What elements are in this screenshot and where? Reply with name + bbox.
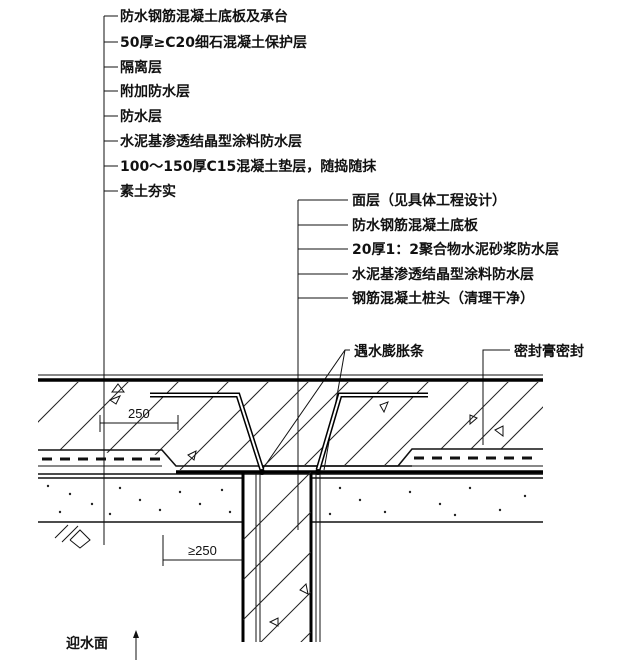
- pile-head: [241, 472, 321, 642]
- swelling-strip-annotation: 遇水膨胀条: [261, 343, 425, 471]
- left-callout-labels: 防水钢筋混凝土底板及承台 50厚≥C20细石混凝土保护层 隔离层 附加防水层 防…: [120, 8, 377, 200]
- slab-step-left: [38, 449, 412, 467]
- callout-waterproof-layer: 防水层: [120, 108, 162, 125]
- swelling-strip-right: [315, 469, 321, 475]
- rebar-left: [150, 392, 265, 471]
- callout-crystalline-coating-2: 水泥基渗透结晶型涂料防水层: [352, 266, 534, 283]
- callout-polymer-mortar: 20厚1：2聚合物水泥砂浆防水层: [352, 241, 559, 258]
- aggregate-marks: [108, 383, 504, 627]
- sealant-annotation: 密封膏密封: [482, 343, 584, 445]
- protective-layer: [38, 456, 543, 467]
- callout-concrete-cushion: 100～150厚C15混凝土垫层，随捣随抹: [120, 158, 377, 175]
- waterproof-slab: [38, 382, 543, 470]
- compacted-soil-symbol: [54, 524, 91, 549]
- callout-isolation-layer: 隔离层: [120, 59, 162, 76]
- rebar-right: [315, 392, 428, 471]
- dimension-ge-250-label: ≥250: [188, 543, 217, 558]
- dimension-ge-250: ≥250: [162, 535, 243, 566]
- arrow-up-icon: [133, 630, 139, 638]
- callout-protective-layer: 50厚≥C20细石混凝土保护层: [120, 34, 307, 51]
- sealant-label: 密封膏密封: [513, 343, 584, 360]
- right-callout-leader: [297, 199, 348, 530]
- right-callout-labels: 面层（见具体工程设计） 防水钢筋混凝土底板 20厚1：2聚合物水泥砂浆防水层 水…: [352, 192, 559, 307]
- slab-step-right: [258, 448, 543, 467]
- callout-pile-head: 钢筋混凝土桩头（清理干净）: [352, 290, 534, 307]
- left-callout-leader: [103, 15, 118, 545]
- swelling-strip-label: 遇水膨胀条: [354, 343, 425, 360]
- dimension-250-label: 250: [128, 406, 150, 421]
- callout-compacted-soil: 素土夯实: [120, 183, 176, 200]
- concrete-cushion: [38, 477, 543, 523]
- callout-waterproof-slab: 防水钢筋混凝土底板: [352, 217, 479, 234]
- dimension-250: 250: [99, 406, 179, 432]
- callout-additional-waterproof: 附加防水层: [120, 83, 190, 100]
- callout-crystalline-coating: 水泥基渗透结晶型涂料防水层: [120, 133, 302, 150]
- callout-finish-layer: 面层（见具体工程设计）: [352, 192, 506, 209]
- water-face-indicator: 迎水面: [66, 630, 139, 660]
- callout-slab-and-cap: 防水钢筋混凝土底板及承台: [120, 8, 288, 25]
- swelling-strip-left: [259, 469, 265, 475]
- finish-layer: [38, 374, 543, 382]
- water-face-label: 迎水面: [66, 635, 108, 652]
